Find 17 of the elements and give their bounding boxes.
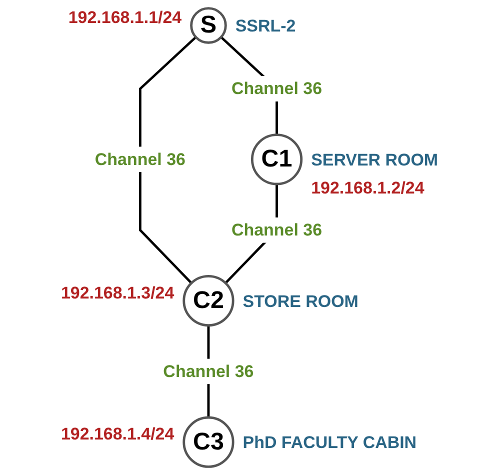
ip-address-label: 192.168.1.3/24 [60, 283, 174, 302]
node-circle: C1 [250, 134, 303, 186]
location-label: SERVER ROOM [311, 150, 438, 170]
location-label: PhD FACULTY CABIN [242, 433, 417, 452]
connector [138, 36, 197, 284]
location-label: STORE ROOM [242, 292, 358, 311]
location-label: SSRL-2 [235, 16, 296, 36]
node-circle: S [190, 7, 227, 44]
ip-address-label: 192.168.1.4/24 [60, 424, 174, 444]
node-circle: C3 [182, 416, 234, 468]
node-circle: C2 [182, 274, 234, 327]
edge-label: Channel 36 [231, 220, 322, 240]
ip-address-label: 192.168.1.1/24 [68, 8, 182, 28]
ip-address-label: 192.168.1.2/24 [311, 178, 424, 198]
edge-label: Channel 36 [94, 149, 186, 168]
edge-label: Channel 36 [231, 78, 322, 98]
edge-label: Channel 36 [163, 361, 254, 381]
